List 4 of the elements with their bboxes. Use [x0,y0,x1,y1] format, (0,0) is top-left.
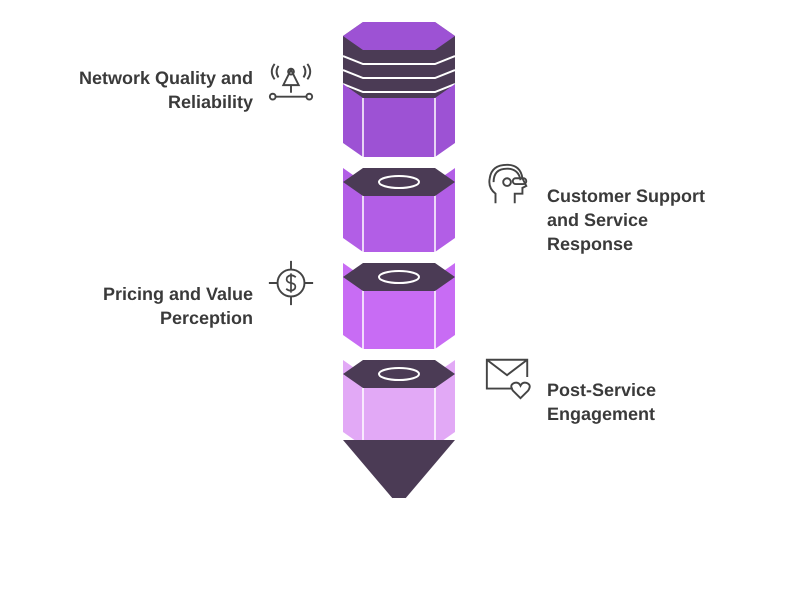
segment-label: Post-Service Engagement [547,379,658,426]
segment-label: Network Quality and Reliability [78,67,253,114]
segment-label: Customer Support and Service Response [547,185,706,256]
segment-label: Pricing and Value Perception [102,283,253,330]
